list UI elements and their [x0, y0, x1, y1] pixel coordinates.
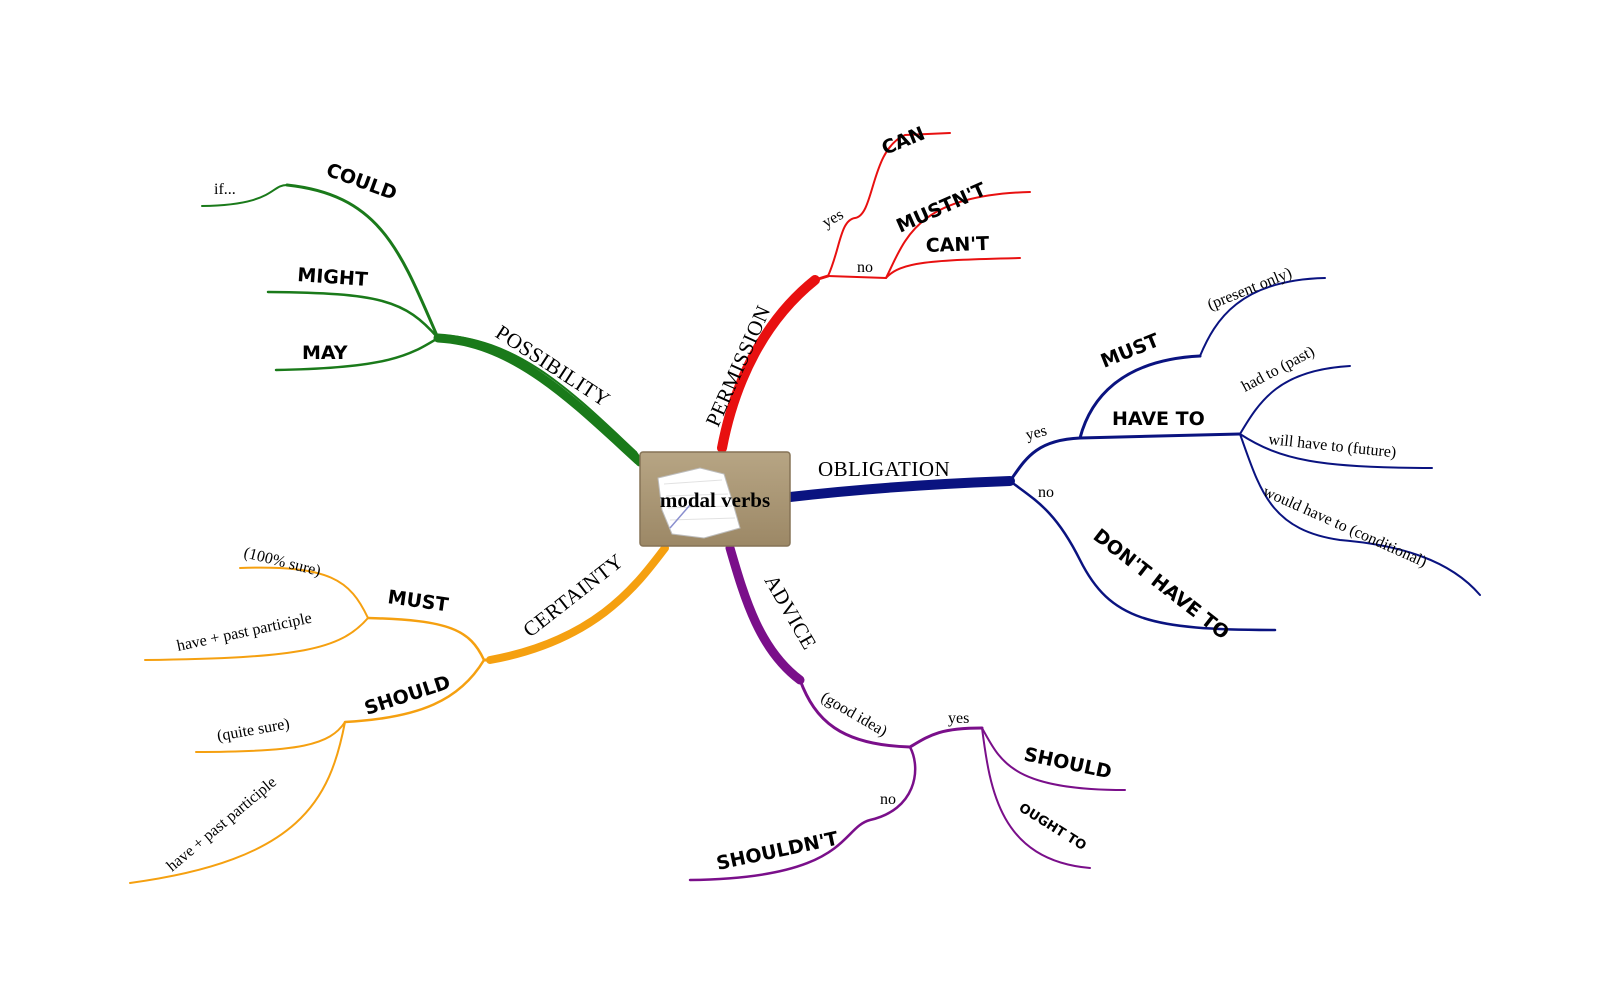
must-oblig-line [1078, 354, 1202, 440]
could-label: COULD [323, 159, 400, 205]
obligation-yes-line [1008, 432, 1242, 483]
had-to-line [1239, 365, 1351, 435]
permission-yes: yes [820, 206, 847, 231]
cant-label: CAN'T [925, 233, 989, 257]
advice-no: no [880, 791, 896, 808]
ought-to-label: OUGHT TO [1016, 801, 1089, 854]
possibility-branch: POSSIBILITY COULD if... MIGHT MAY [201, 159, 649, 471]
advice-yes: yes [948, 710, 969, 727]
must-cert-line [366, 616, 486, 662]
must-oblig-note: (present only) [1205, 264, 1294, 313]
certainty-branch: CERTAINTY MUST (100% sure) have + past p… [129, 544, 669, 884]
should-cert-line [343, 658, 486, 724]
will-have-to-line [1239, 433, 1433, 469]
advice-note: (good idea) [818, 689, 890, 740]
might-line [266, 290, 440, 340]
should-cert-note-line [195, 721, 346, 753]
obligation-main-line [785, 476, 1015, 502]
obligation-branch: OBLIGATION yes no MUST (present only) HA… [785, 264, 1481, 645]
mustnt-label: MUSTN'T [893, 179, 989, 238]
center-node: modal verbs [639, 451, 791, 547]
center-label: modal verbs [660, 488, 770, 512]
permission-branch: PERMISSION yes no CAN MUSTN'T CAN'T [701, 123, 1031, 453]
must-oblig-label: MUST [1098, 329, 1163, 372]
advice-main-line [725, 543, 805, 685]
certainty-main-line [486, 544, 669, 664]
should-cert-note: (quite sure) [216, 715, 291, 744]
can-label: CAN [879, 123, 929, 160]
may-line [274, 336, 440, 372]
permission-no: no [857, 259, 873, 276]
must-cert-pp-line [144, 617, 369, 661]
obligation-no: no [1038, 484, 1054, 501]
should-cert-pp-line [129, 721, 346, 884]
paper-icon [657, 467, 741, 539]
permission-main-line [717, 275, 820, 453]
cant-line [885, 257, 1021, 279]
would-have-to-line [1239, 433, 1481, 596]
ought-to-line [981, 727, 1091, 869]
dont-have-to-label: DON'T HAVE TO [1089, 525, 1233, 645]
advice-yes-line [908, 726, 984, 749]
must-cert-pp: have + past participle [175, 610, 313, 655]
possibility-main-line-thick [433, 333, 645, 467]
must-cert-note: (100% sure) [242, 544, 322, 580]
permission-label: PERMISSION [701, 302, 776, 430]
possibility-label: POSSIBILITY [491, 320, 614, 412]
mustnt-line [885, 191, 1031, 279]
will-have-to-note: will have to (future) [1268, 431, 1397, 461]
might-label: MIGHT [297, 264, 369, 291]
permission-no-line [827, 275, 887, 279]
would-have-to-note: would have to (conditional) [1260, 483, 1429, 571]
may-label: MAY [302, 342, 348, 364]
obligation-no-line [1008, 479, 1277, 632]
obligation-yes: yes [1024, 422, 1049, 444]
should-advice-label: SHOULD [1022, 743, 1114, 783]
have-to-label: HAVE TO [1112, 408, 1205, 430]
advice-no-line [688, 745, 917, 882]
could-line [285, 183, 440, 340]
advice-note-line [798, 678, 912, 749]
shouldnt-label: SHOULDN'T [714, 828, 840, 875]
permission-main-line-tip [813, 274, 830, 282]
should-cert-pp: have + past participle [164, 774, 280, 875]
obligation-label: OBLIGATION [818, 457, 950, 481]
advice-branch: ADVICE (good idea) yes no SHOULD OUGHT T… [688, 543, 1126, 882]
must-cert-note-line [239, 566, 369, 619]
must-cert-label: MUST [386, 586, 449, 616]
should-advice-line [981, 727, 1126, 791]
must-note-line [1199, 277, 1326, 357]
could-note: if... [214, 181, 236, 198]
permission-yes-line [827, 132, 951, 277]
could-note-line [201, 184, 288, 207]
